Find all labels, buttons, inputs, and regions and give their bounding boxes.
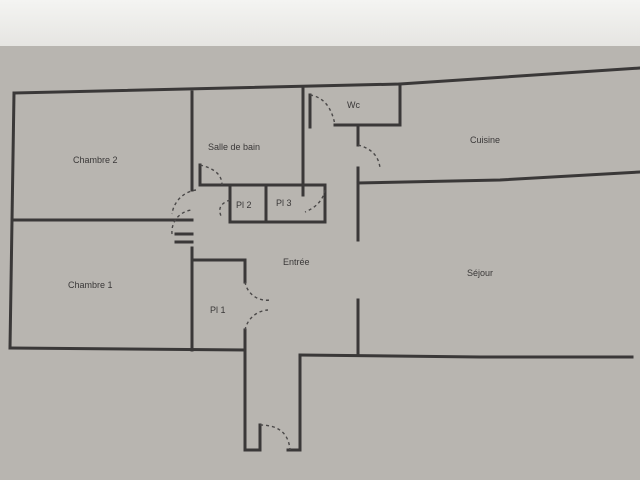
room-label-entree: Entrée [283, 257, 310, 267]
room-label-pl3: Pl 3 [276, 198, 292, 208]
room-label-pl1: Pl 1 [210, 305, 226, 315]
room-label-chambre-1: Chambre 1 [68, 280, 113, 290]
paper-top-edge [0, 0, 640, 46]
walls [8, 66, 640, 452]
room-label-cuisine: Cuisine [470, 135, 500, 145]
room-label-sejour: Séjour [467, 268, 493, 278]
room-label-pl2: Pl 2 [236, 200, 252, 210]
room-label-salle-de-bain: Salle de bain [208, 142, 260, 152]
room-label-chambre-2: Chambre 2 [73, 155, 118, 165]
room-label-wc: Wc [347, 100, 360, 110]
doors [171, 94, 381, 451]
